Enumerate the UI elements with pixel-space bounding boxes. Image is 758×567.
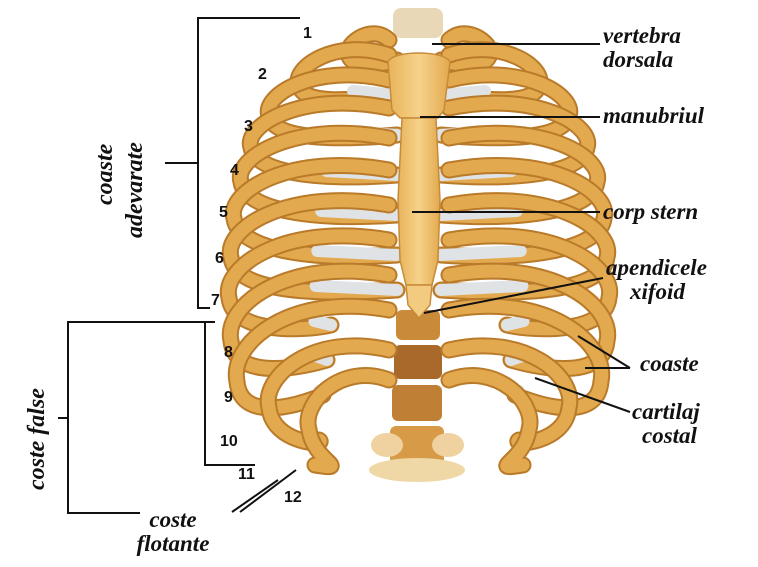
costal-cartilage	[441, 91, 485, 95]
rib	[449, 376, 530, 467]
costal-cartilage	[507, 321, 524, 325]
label-corp-stern: corp stern	[603, 200, 698, 224]
label-coste-flotante-line2: flotante	[108, 532, 238, 556]
label-coaste: coaste	[640, 352, 699, 376]
rib-number-10: 10	[220, 434, 238, 450]
rib-number-9: 9	[224, 390, 233, 406]
label-vertebra-dorsala: vertebra dorsala	[603, 24, 681, 72]
rib-number-1: 1	[303, 26, 312, 42]
label-coaste-adevarate-line2: adevarate	[122, 142, 148, 238]
label-manubriul: manubriul	[603, 104, 704, 128]
sternum	[388, 53, 450, 318]
rib-number-5: 5	[219, 205, 228, 221]
label-apendicele-line1: apendicele	[606, 256, 707, 280]
label-apendicele-xifoid: apendicele xifoid	[606, 256, 707, 304]
label-coaste-adevarate-line1: coaste	[92, 144, 118, 205]
rib-number-11: 11	[238, 467, 255, 483]
label-cartilaj-line2: costal	[632, 424, 700, 448]
rib-number-2: 2	[258, 67, 267, 83]
rib-number-7: 7	[211, 293, 220, 309]
label-coste-flotante: coste flotante	[108, 508, 238, 556]
costal-cartilage	[441, 251, 521, 255]
label-vertebra-line1: vertebra	[603, 24, 681, 48]
rib-number-8: 8	[224, 345, 233, 361]
sternum-body-shape	[398, 118, 440, 285]
manubrium-shape	[388, 53, 450, 118]
label-vertebra-line2: dorsala	[603, 48, 681, 72]
rib-number-4: 4	[230, 163, 239, 179]
costal-cartilage	[315, 321, 332, 325]
label-apendicele-line2: xifoid	[606, 280, 707, 304]
rib-number-3: 3	[244, 119, 253, 135]
costal-cartilage	[441, 286, 522, 290]
label-coste-false: coste false	[24, 388, 50, 490]
label-cartilaj-line1: cartilaj	[632, 400, 700, 424]
label-cartilaj-costal: cartilaj costal	[632, 400, 700, 448]
rib-number-12: 12	[284, 490, 302, 506]
costal-cartilage	[316, 286, 397, 290]
label-coste-flotante-line1: coste	[108, 508, 238, 532]
rib-number-6: 6	[215, 251, 224, 267]
costal-cartilage	[317, 251, 397, 255]
